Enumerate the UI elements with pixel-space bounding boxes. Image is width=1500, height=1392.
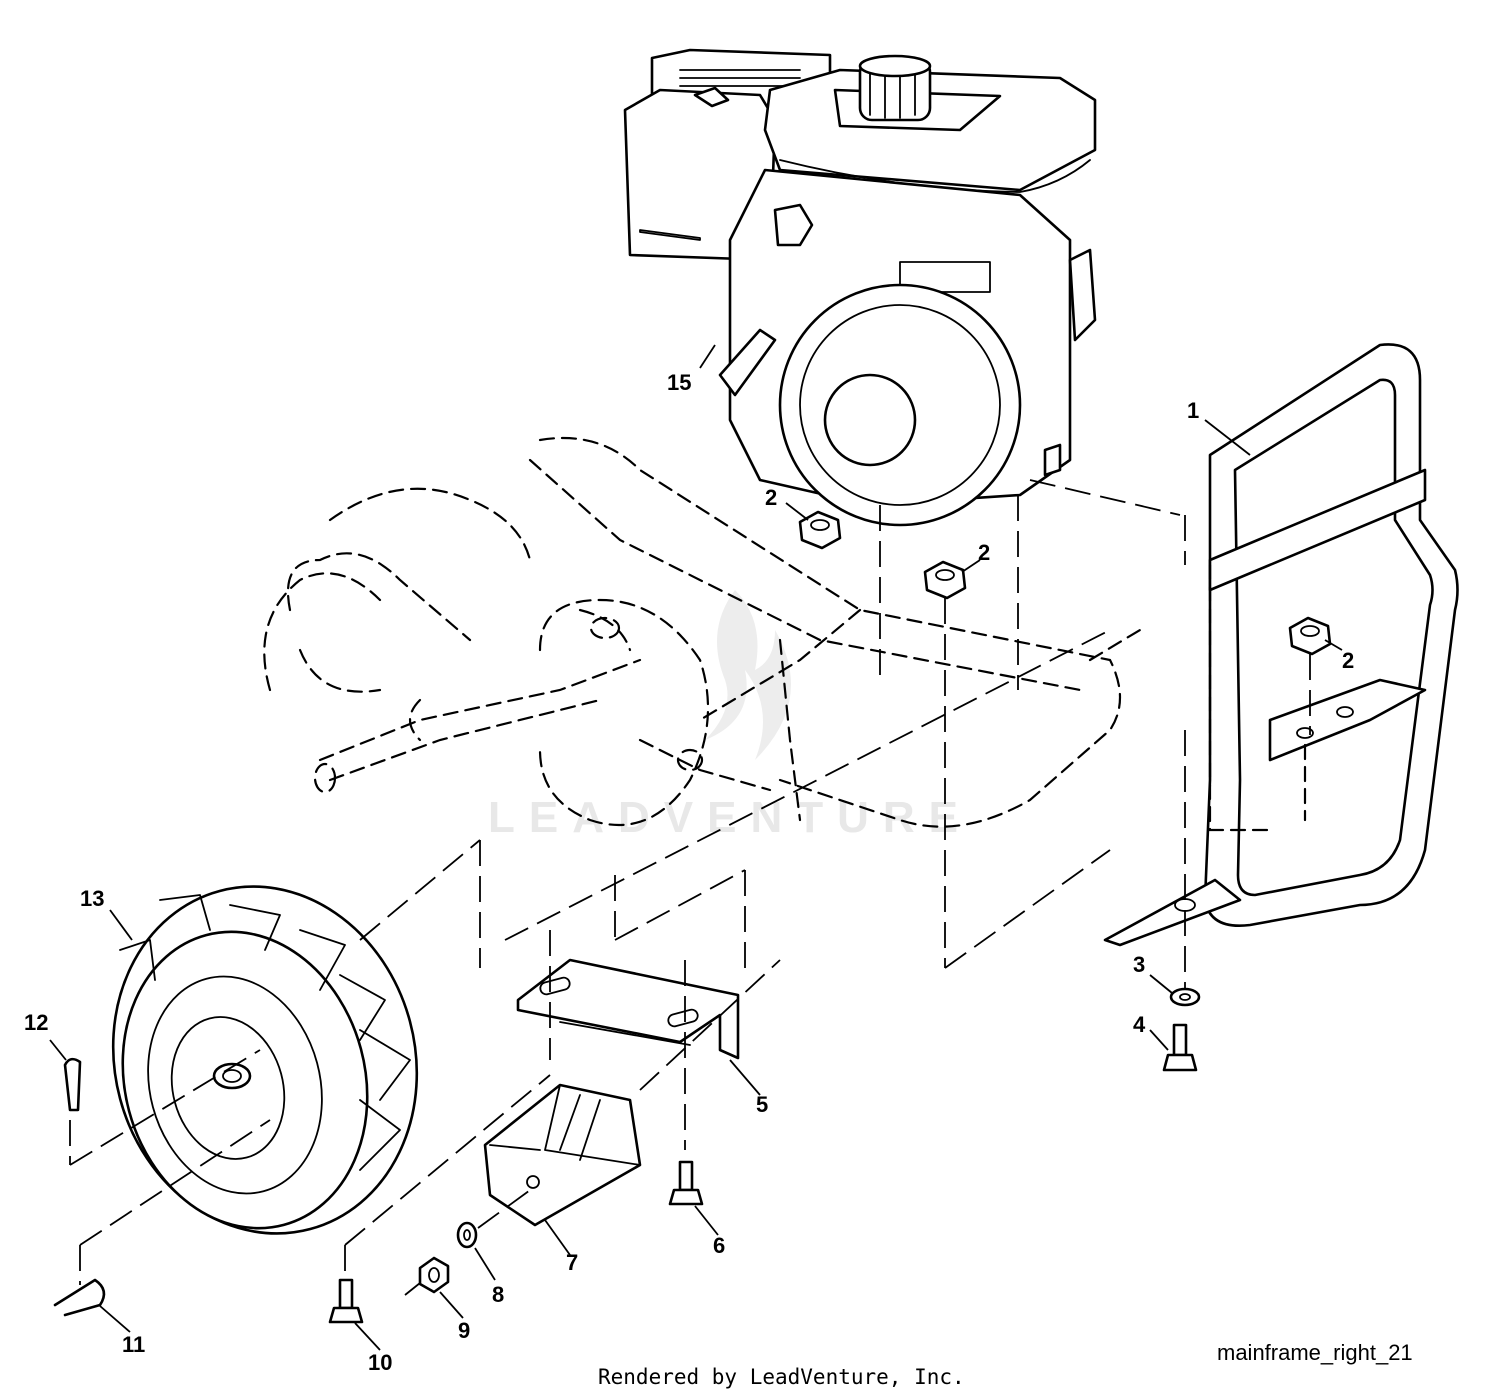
callout-leaders [49, 344, 1343, 1351]
hex-nut [1288, 616, 1332, 656]
diagram-id: mainframe_right_21 [1217, 1340, 1413, 1365]
callout-7: 7 [566, 1250, 578, 1275]
mainframe-ghost [263, 436, 1142, 828]
hairpin-clip [53, 1278, 106, 1317]
watermark: LEADVENTURE [488, 590, 972, 842]
washer-8 [456, 1221, 478, 1249]
bolt-4 [1162, 1023, 1198, 1072]
callout-4: 4 [1133, 1012, 1146, 1037]
callout-1: 1 [1187, 398, 1199, 423]
callout-5: 5 [756, 1092, 768, 1117]
shield-bracket [1103, 343, 1459, 947]
clevis-pin [63, 1057, 82, 1112]
bolt-6 [668, 1160, 704, 1206]
assembly-lines [69, 479, 1311, 1296]
callout-3: 3 [1133, 952, 1145, 977]
callout-2: 2 [1342, 648, 1354, 673]
callout-2: 2 [765, 485, 777, 510]
callouts: 1 2 2 2 3 4 5 6 7 8 9 10 11 12 13 15 [24, 370, 1354, 1375]
callout-9: 9 [458, 1318, 470, 1343]
callout-10: 10 [368, 1350, 392, 1375]
nut-9 [418, 1256, 450, 1294]
engine [623, 48, 1097, 527]
washer-3 [1169, 987, 1201, 1007]
hex-nut [923, 560, 967, 600]
callout-8: 8 [492, 1282, 504, 1307]
rendered-by: Rendered by LeadVenture, Inc. [598, 1365, 965, 1389]
callout-11: 11 [122, 1332, 145, 1357]
callout-12: 12 [24, 1010, 48, 1035]
watermark-text: LEADVENTURE [488, 793, 972, 842]
callout-13: 13 [80, 886, 104, 911]
hex-nut [798, 510, 842, 550]
bolt-10 [328, 1278, 364, 1324]
wheel-tire [111, 885, 419, 1235]
callout-2: 2 [978, 540, 990, 565]
skid-block [483, 1083, 642, 1227]
mounting-bracket [516, 958, 740, 1060]
callout-15: 15 [667, 370, 691, 395]
callout-6: 6 [713, 1233, 725, 1258]
